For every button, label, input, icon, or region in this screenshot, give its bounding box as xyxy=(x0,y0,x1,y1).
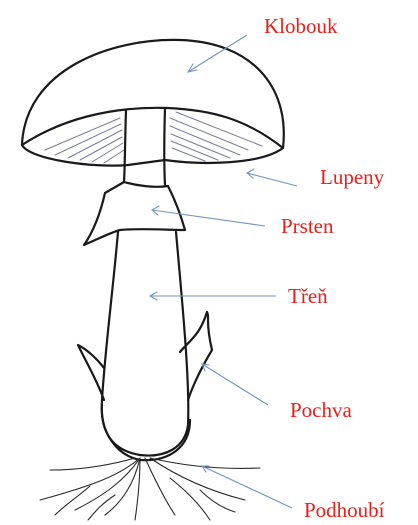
mushroom-ring xyxy=(84,182,185,245)
arrow-volva xyxy=(202,364,268,405)
arrow-mycelium xyxy=(202,466,292,508)
arrow-gills xyxy=(247,169,297,186)
label-mycelium: Podhoubí xyxy=(304,498,385,522)
arrow-stem xyxy=(150,292,276,300)
upper-stem xyxy=(124,108,165,185)
mushroom-cap xyxy=(22,40,284,166)
label-stem: Třeň xyxy=(288,284,328,308)
mushroom-volva xyxy=(78,312,212,460)
label-volva: Pochva xyxy=(290,398,353,422)
mycelium-roots xyxy=(40,458,260,520)
label-cap: Klobouk xyxy=(264,14,338,38)
label-ring: Prsten xyxy=(281,214,334,238)
label-gills: Lupeny xyxy=(320,165,385,189)
mushroom-stem xyxy=(102,232,189,456)
arrow-ring xyxy=(152,206,265,226)
